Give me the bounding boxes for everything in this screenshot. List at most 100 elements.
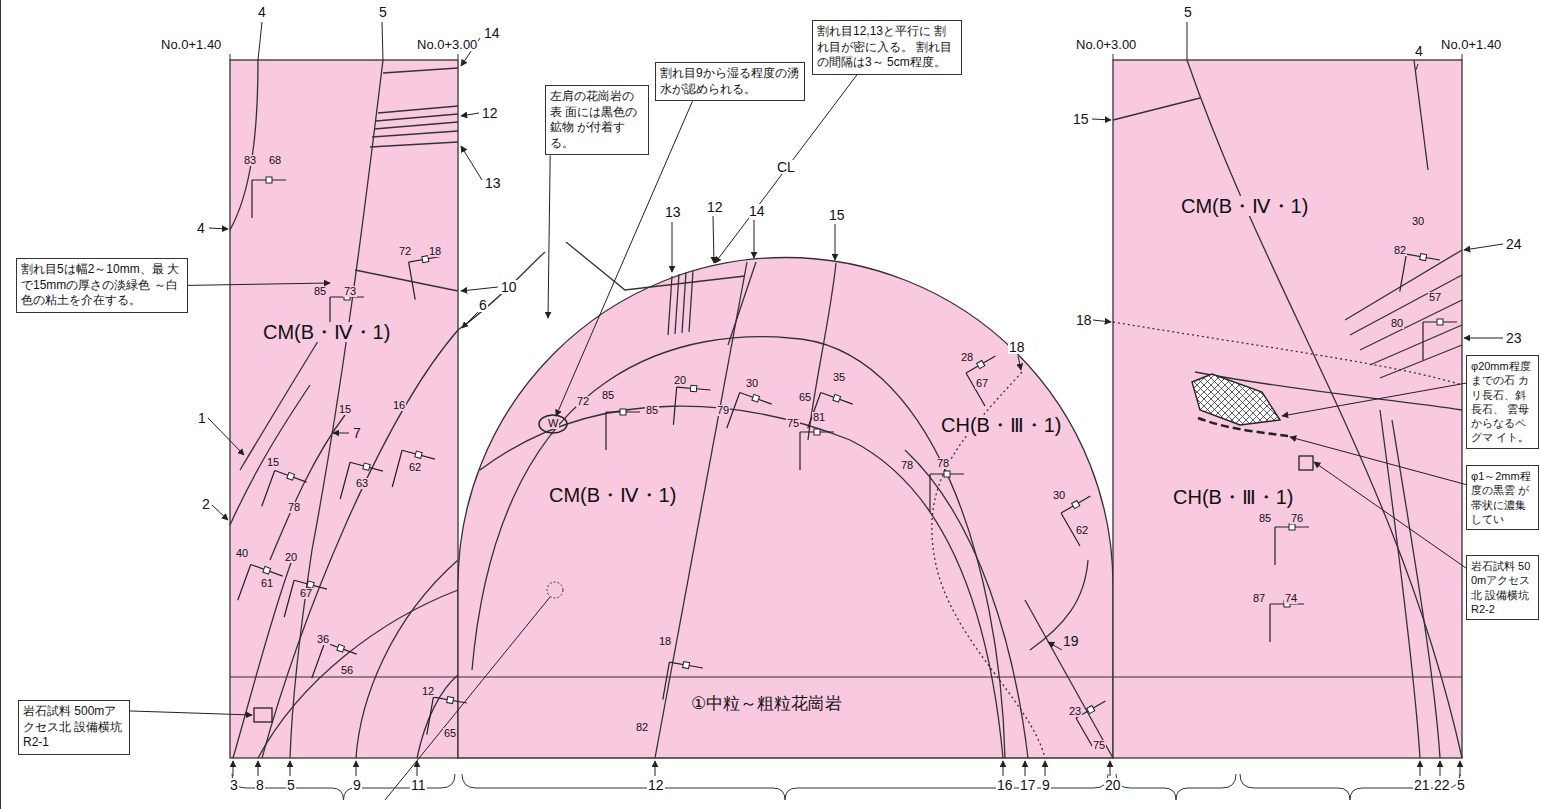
callout-number: 12 (706, 200, 724, 214)
dip-number: 18 (658, 636, 672, 647)
strike-dip-symbol (814, 429, 820, 435)
callout-leader (1314, 462, 1466, 568)
strike-dip-symbol (337, 644, 345, 652)
callout-number: 8 (255, 778, 265, 792)
strike-dip-symbol (340, 462, 383, 508)
dip-number: 75 (1092, 740, 1106, 751)
pegmatite-body (1192, 374, 1280, 425)
dotted-mark (547, 582, 563, 598)
dip-number: 18 (428, 246, 442, 257)
strike-dip-symbol (262, 468, 308, 518)
callout-number: 17 (1019, 778, 1037, 792)
leader-arrow (258, 761, 259, 776)
fracture-line (1380, 345, 1462, 378)
strike-dip-symbol (427, 694, 468, 740)
fracture-line (374, 122, 458, 129)
strike-dip-symbol (977, 360, 985, 368)
strike-dip-symbol (1270, 604, 1304, 642)
callout-number: 21 (1413, 778, 1431, 792)
leader-arrow (462, 312, 478, 328)
strike-dip-symbol (238, 177, 1457, 751)
dip-number: 85 (1258, 513, 1272, 524)
biotite-band (1198, 418, 1288, 436)
callout-number: CL (776, 160, 796, 174)
note-box: 左肩の花崗岩の表 面には黒色の鉱物 が付着する。 (545, 85, 649, 155)
callout-number: 1 (197, 411, 207, 425)
strike-dip-symbol (1420, 254, 1427, 261)
dip-number: 85 (601, 390, 615, 401)
leader-arrow (1420, 761, 1421, 776)
leader-arrow (655, 761, 656, 776)
callout-number: No.0+1.40 (160, 38, 222, 51)
strike-dip-symbol (409, 256, 449, 299)
strike-dip-symbol (673, 387, 710, 428)
callout-number: No.0+3.00 (416, 38, 478, 51)
leader-arrow (1003, 761, 1004, 776)
leader-arrow (713, 216, 714, 263)
dip-number: 79 (716, 405, 730, 416)
strike-dip-symbol (944, 471, 950, 477)
dip-number: 67 (975, 378, 989, 389)
section-brace (1240, 774, 1460, 800)
strike-dip-symbol (1060, 493, 1110, 546)
dip-number: 65 (798, 392, 812, 403)
frame-line (0, 0, 1, 809)
strike-dip-symbol (727, 392, 772, 439)
callout-number: 5 (1183, 5, 1193, 19)
callout-number: 23 (1505, 331, 1523, 345)
callout-number: 14 (483, 26, 501, 40)
fracture-line (808, 263, 836, 440)
leader-arrow (672, 222, 673, 272)
callout-leader (715, 75, 857, 263)
sample-mark (254, 708, 272, 722)
fracture-line (1113, 322, 1462, 385)
leader-arrow (1460, 761, 1461, 776)
dip-number: 78 (287, 502, 301, 513)
dip-number: 16 (392, 400, 406, 411)
sample-mark (254, 456, 1313, 722)
strike-dip-symbol (606, 409, 640, 450)
callout-number: 16 (996, 778, 1014, 792)
rock-face (1113, 60, 1462, 758)
section-brace (232, 774, 1460, 800)
fracture-line (480, 406, 1003, 758)
leader-arrow (461, 287, 498, 291)
fracture-line (270, 415, 345, 560)
rock-face (230, 60, 1462, 758)
strike-dip-symbol (966, 356, 1014, 406)
callout-number: 19 (1062, 634, 1080, 648)
fracture-line (417, 675, 458, 758)
callout-number: 15 (1072, 112, 1090, 126)
note-box: 岩石試料 500mアクセス北 設備横坑R2-1 (18, 700, 130, 755)
strike-dip-symbol (1087, 705, 1095, 713)
strike-dip-symbol (287, 472, 295, 480)
strike-dip-symbol (1400, 254, 1440, 297)
strike-dip-symbol (1061, 496, 1109, 546)
dip-number: 75 (786, 418, 800, 429)
callout-number: 18 (1008, 340, 1026, 354)
dip-number: 81 (812, 412, 826, 423)
water-mark (539, 415, 567, 433)
section-brace (232, 774, 455, 800)
strike-dip-symbol (238, 564, 283, 611)
rock-class-label: CM(B・Ⅳ・1) (262, 322, 391, 342)
dip-number: 62 (408, 462, 422, 473)
callout-number: 13 (664, 205, 682, 219)
dip-number: 78 (936, 458, 950, 469)
strike-dip-symbol (447, 697, 454, 704)
strike-dip-symbol (427, 697, 467, 740)
strike-dip-symbol (833, 394, 841, 402)
leader-arrow (208, 418, 244, 455)
fracture-line (356, 560, 458, 758)
callout-number: 7 (352, 426, 362, 440)
dip-number: 85 (313, 286, 327, 297)
fracture-line (372, 131, 458, 137)
callout-number: 4 (1414, 44, 1424, 58)
rock-class-label: CH(B・Ⅲ・1) (940, 415, 1062, 435)
dip-number: 30 (745, 378, 759, 389)
callout-number: 5 (378, 5, 388, 19)
strike-dip-symbol (252, 177, 286, 218)
strike-dip-symbol (392, 450, 435, 496)
